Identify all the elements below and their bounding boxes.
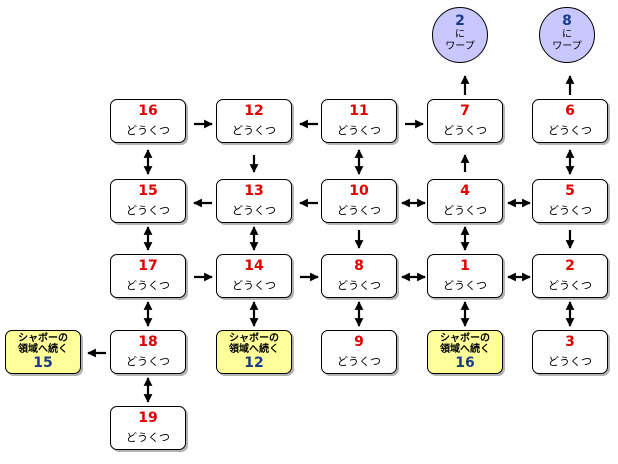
warp-particle: に bbox=[562, 29, 572, 40]
cave-label: どうくつ bbox=[126, 279, 170, 292]
cave-number: 11 bbox=[349, 103, 369, 119]
cave-number: 1 bbox=[460, 258, 470, 274]
cave-node-15: 15 どうくつ bbox=[110, 179, 186, 223]
cave-number: 10 bbox=[349, 183, 369, 199]
cave-number: 19 bbox=[138, 410, 158, 426]
cave-label: どうくつ bbox=[126, 431, 170, 444]
cave-node-17: 17 どうくつ bbox=[110, 254, 186, 298]
cave-number: 3 bbox=[565, 334, 575, 350]
cave-label: どうくつ bbox=[126, 355, 170, 368]
region-line-1: シャボーの bbox=[440, 333, 490, 344]
cave-node-5: 5 どうくつ bbox=[532, 179, 608, 223]
cave-number: 2 bbox=[565, 258, 575, 274]
warp-particle: に bbox=[455, 29, 465, 40]
cave-node-18: 18 どうくつ bbox=[110, 330, 186, 374]
cave-node-19: 19 どうくつ bbox=[110, 406, 186, 450]
region-number: 15 bbox=[33, 355, 53, 371]
warp-number: 8 bbox=[562, 13, 572, 29]
cave-label: どうくつ bbox=[548, 124, 592, 137]
cave-label: どうくつ bbox=[126, 204, 170, 217]
cave-label: どうくつ bbox=[443, 279, 487, 292]
cave-label: どうくつ bbox=[232, 124, 276, 137]
cave-label: どうくつ bbox=[337, 279, 381, 292]
cave-label: どうくつ bbox=[337, 355, 381, 368]
cave-node-12: 12 どうくつ bbox=[216, 99, 292, 143]
warp-number: 2 bbox=[455, 13, 465, 29]
cave-number: 17 bbox=[138, 258, 158, 274]
cave-node-3: 3 どうくつ bbox=[532, 330, 608, 374]
region-number: 12 bbox=[244, 355, 264, 371]
cave-label: どうくつ bbox=[548, 204, 592, 217]
cave-node-1: 1 どうくつ bbox=[427, 254, 503, 298]
cave-node-6: 6 どうくつ bbox=[532, 99, 608, 143]
warp-node-8: 8 に ワープ bbox=[539, 7, 595, 63]
cave-label: どうくつ bbox=[443, 204, 487, 217]
cave-node-2: 2 どうくつ bbox=[532, 254, 608, 298]
region-number: 16 bbox=[455, 355, 475, 371]
region-line-2: 領域へ続く bbox=[229, 344, 279, 355]
cave-number: 5 bbox=[565, 183, 575, 199]
cave-number: 18 bbox=[138, 334, 158, 350]
cave-number: 7 bbox=[460, 103, 470, 119]
region-line-1: シャボーの bbox=[18, 333, 68, 344]
cave-number: 14 bbox=[244, 258, 264, 274]
cave-node-11: 11 どうくつ bbox=[321, 99, 397, 143]
warp-node-2: 2 に ワープ bbox=[432, 7, 488, 63]
region-exit-16: シャボーの 領域へ続く 16 bbox=[427, 330, 503, 374]
cave-node-10: 10 どうくつ bbox=[321, 179, 397, 223]
warp-label: ワープ bbox=[445, 41, 475, 52]
cave-label: どうくつ bbox=[337, 124, 381, 137]
cave-number: 12 bbox=[244, 103, 264, 119]
cave-label: どうくつ bbox=[548, 279, 592, 292]
region-line-2: 領域へ続く bbox=[18, 344, 68, 355]
cave-label: どうくつ bbox=[443, 124, 487, 137]
region-line-1: シャボーの bbox=[229, 333, 279, 344]
cave-node-4: 4 どうくつ bbox=[427, 179, 503, 223]
cave-node-14: 14 どうくつ bbox=[216, 254, 292, 298]
cave-number: 8 bbox=[354, 258, 364, 274]
cave-node-8: 8 どうくつ bbox=[321, 254, 397, 298]
cave-label: どうくつ bbox=[232, 279, 276, 292]
region-line-2: 領域へ続く bbox=[440, 344, 490, 355]
cave-number: 9 bbox=[354, 334, 364, 350]
cave-number: 4 bbox=[460, 183, 470, 199]
cave-number: 13 bbox=[244, 183, 264, 199]
cave-label: どうくつ bbox=[232, 204, 276, 217]
cave-number: 16 bbox=[138, 103, 158, 119]
warp-label: ワープ bbox=[552, 41, 582, 52]
cave-node-7: 7 どうくつ bbox=[427, 99, 503, 143]
cave-node-16: 16 どうくつ bbox=[110, 99, 186, 143]
cave-label: どうくつ bbox=[548, 355, 592, 368]
region-exit-15: シャボーの 領域へ続く 15 bbox=[5, 330, 81, 374]
cave-number: 6 bbox=[565, 103, 575, 119]
cave-label: どうくつ bbox=[126, 124, 170, 137]
cave-node-9: 9 どうくつ bbox=[321, 330, 397, 374]
cave-label: どうくつ bbox=[337, 204, 381, 217]
region-exit-12: シャボーの 領域へ続く 12 bbox=[216, 330, 292, 374]
cave-number: 15 bbox=[138, 183, 158, 199]
cave-node-13: 13 どうくつ bbox=[216, 179, 292, 223]
